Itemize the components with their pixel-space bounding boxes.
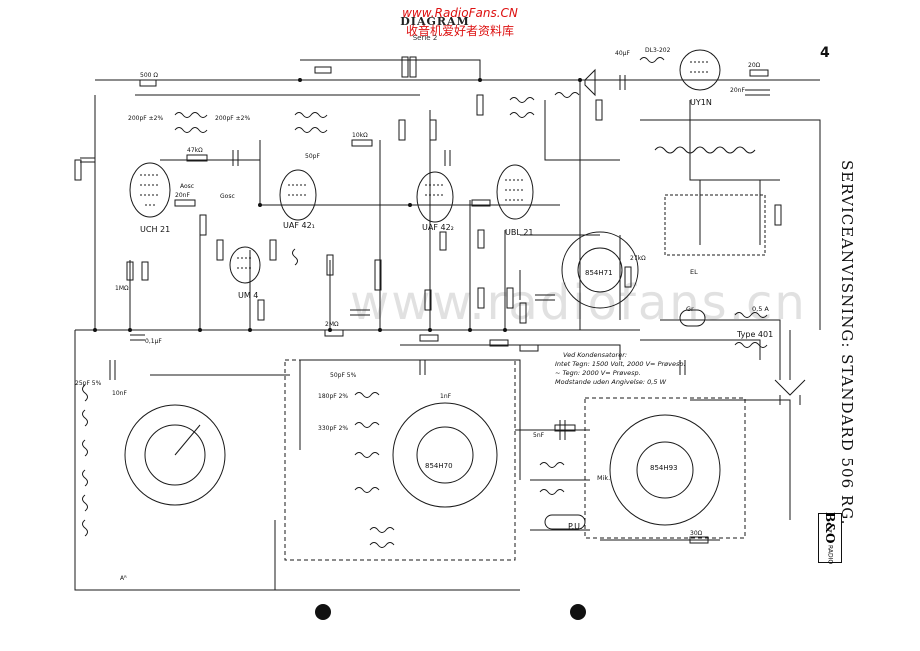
logo-sub: RADIO — [826, 545, 834, 565]
label-gr: Gr — [686, 305, 694, 313]
value-c19: 20Ω — [748, 62, 761, 69]
diagram-subtitle: Serie 2 — [412, 34, 438, 42]
value-c17: 180pF 2% — [318, 393, 348, 400]
value-c18: 1nF — [440, 393, 452, 400]
value-c22: 30Ω — [690, 530, 703, 537]
value-c3: 200pF ±2% — [215, 115, 250, 122]
tube-uaf42b — [416, 171, 454, 223]
value-c25: 27kΩ — [630, 255, 646, 262]
value-c26: Aᴿ — [120, 575, 127, 582]
label-mik: Mik. — [597, 474, 611, 482]
label-type-401: Type 401 — [737, 330, 774, 339]
value-c2: 200pF ±2% — [128, 115, 163, 122]
value-c20: 40µF — [615, 50, 630, 57]
switch-854h70 — [392, 402, 498, 508]
value-c14: Gosc — [220, 193, 235, 200]
value-c4: 47kΩ — [187, 147, 203, 154]
diagram-title: DIAGRAM — [400, 15, 470, 28]
label-um4: UM 4 — [238, 291, 258, 300]
value-c16: 330pF 2% — [318, 425, 348, 432]
switch-left — [124, 404, 226, 506]
wiring — [74, 56, 821, 591]
value-c21: DL3-202 — [645, 47, 671, 54]
note-line2: ~ Tegn: 2000 V= Prøvesp. — [555, 369, 641, 377]
value-c13: Aosc — [180, 183, 194, 190]
junction-dots — [93, 78, 586, 620]
label-ubl21: UBL 21 — [505, 228, 534, 237]
value-c1: 500 Ω — [140, 72, 158, 79]
watermark-url: www.RadioFans.CN — [402, 6, 518, 20]
tube-group — [129, 49, 721, 284]
tube-ubl21 — [496, 164, 534, 220]
value-c11: 10nF — [112, 390, 127, 397]
value-c9: 0,1µF — [145, 338, 162, 345]
label-fuse: 0,5 A — [752, 305, 769, 313]
binding-hole-right — [570, 604, 586, 620]
switch-group — [124, 231, 746, 561]
note-capacitors: Ved Kondensatorer: — [563, 351, 628, 359]
label-el: EL — [690, 268, 698, 276]
logo-mark: B&O — [823, 511, 837, 544]
note-line3: Modstande uden Angivelse: 0,5 W — [555, 378, 666, 386]
label-uy1n: UY1N — [690, 98, 712, 107]
service-title: SERVICEANVISNING: STANDARD 506 RG. — [838, 160, 856, 526]
tube-um4 — [229, 246, 261, 284]
page-number: 4 — [820, 45, 830, 61]
value-c15: 50pF 5% — [330, 372, 357, 379]
switch-854h71 — [561, 231, 639, 309]
label-854h70: 854H70 — [425, 462, 453, 470]
note-line1: Intet Tegn: 1500 Volt, 2000 V= Prøvesp. — [555, 360, 686, 368]
value-c7: 10kΩ — [352, 132, 368, 139]
label-uaf42a: UAF 42₁ — [283, 221, 315, 230]
value-c8: 1MΩ — [115, 285, 129, 292]
value-c24: 5nF — [533, 432, 545, 439]
value-c5: 20nF — [175, 192, 190, 199]
value-c23: 20nF — [730, 87, 745, 94]
label-uaf42b: UAF 42₂ — [422, 223, 454, 232]
value-c6: 50pF — [305, 153, 320, 160]
label-uch21: UCH 21 — [140, 225, 170, 234]
label-pu: P.U. — [568, 522, 583, 531]
binding-hole-left — [315, 604, 331, 620]
tube-uy1n — [679, 49, 721, 91]
switch-854h93 — [609, 414, 721, 526]
watermark-overlay: www.radiofans.cn — [350, 275, 807, 331]
value-c12: 25pF 5% — [75, 380, 102, 387]
tube-uch21 — [129, 162, 171, 218]
watermark-cn: 收音机爱好者资料库 — [405, 24, 514, 38]
tube-uaf42a — [279, 169, 317, 221]
value-c10: 2MΩ — [325, 321, 339, 328]
label-854h93: 854H93 — [650, 464, 678, 472]
bo-radio-logo: B&O RADIO — [818, 511, 842, 565]
label-854h71: 854H71 — [585, 269, 613, 277]
